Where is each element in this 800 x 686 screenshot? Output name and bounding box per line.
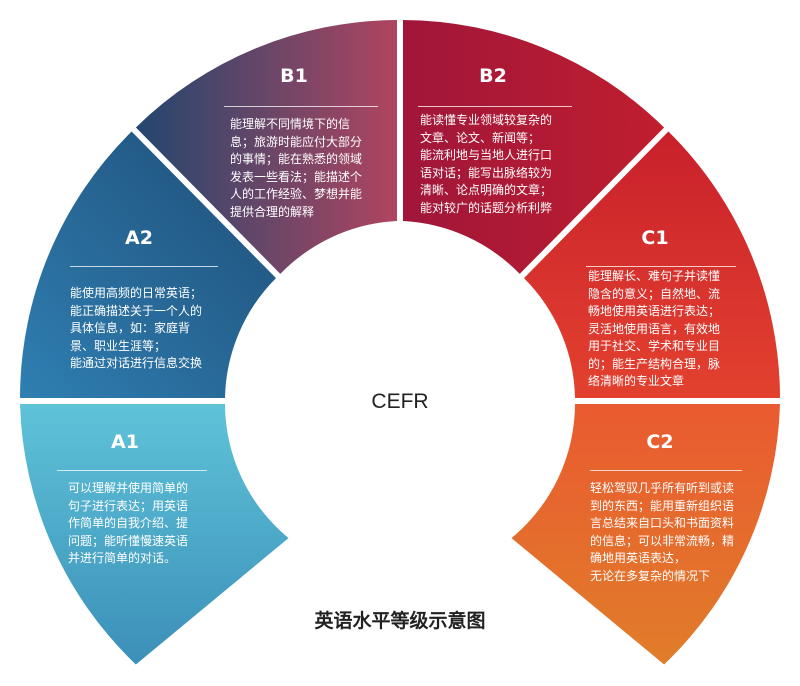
segment-a2: [20, 131, 276, 398]
ring-band-b1: [280, 221, 397, 292]
ring-band-a1: [225, 404, 306, 539]
ring-band-a2: [225, 278, 294, 398]
segment-c2: [511, 404, 780, 665]
divider-c1: [586, 266, 736, 267]
segment-b1: [135, 20, 397, 274]
level-desc-a2: 能使用高频的日常英语； 能正确描述关于一个人的 具体信息，如：家庭背 景、职业生…: [70, 286, 203, 370]
center-label: CEFR: [371, 390, 428, 413]
level-title-b2: B2: [479, 65, 507, 87]
ring-band-c1: [506, 278, 575, 398]
segment-c1: [524, 131, 780, 398]
level-title-a2: A2: [125, 227, 153, 249]
divider-a2: [70, 266, 218, 267]
divider-c2: [590, 470, 742, 471]
divider-b2: [418, 106, 572, 107]
segment-b2: [403, 20, 665, 274]
level-desc-a1: 可以理解并使用简单的 句子进行表达；用英语 作简单的自我介绍、提 问题；能听懂慢…: [68, 481, 189, 565]
level-title-c1: C1: [641, 227, 668, 249]
level-desc-b1: 能理解不同情境下的信 息；旅游时能应付大部分 的事情；能在熟悉的领域 发表一些看…: [230, 117, 363, 219]
level-desc-c1: 能理解长、难句子并读懂 隐含的意义；自然地、流 畅地使用英语进行表达； 灵活地使…: [588, 269, 721, 388]
segment-a1: [20, 404, 289, 665]
divider-b1: [224, 106, 378, 107]
level-title-a1: A1: [111, 431, 139, 453]
diagram-caption: 英语水平等级示意图: [314, 610, 486, 632]
divider-a1: [57, 470, 207, 471]
level-desc-c2: 轻松驾驭几乎所有听到或读 到的东西；能用重新组织语 言总结来自口头和书面资料 的…: [590, 481, 735, 583]
level-title-b1: B1: [280, 65, 308, 87]
level-title-c2: C2: [646, 431, 673, 453]
ring-band-c2: [494, 404, 575, 539]
level-desc-b2: 能读懂专业领域较复杂的 文章、论文、新闻等； 能流利地与当地人进行口 语对话；能…: [420, 113, 553, 215]
ring-band-b2: [403, 221, 520, 292]
